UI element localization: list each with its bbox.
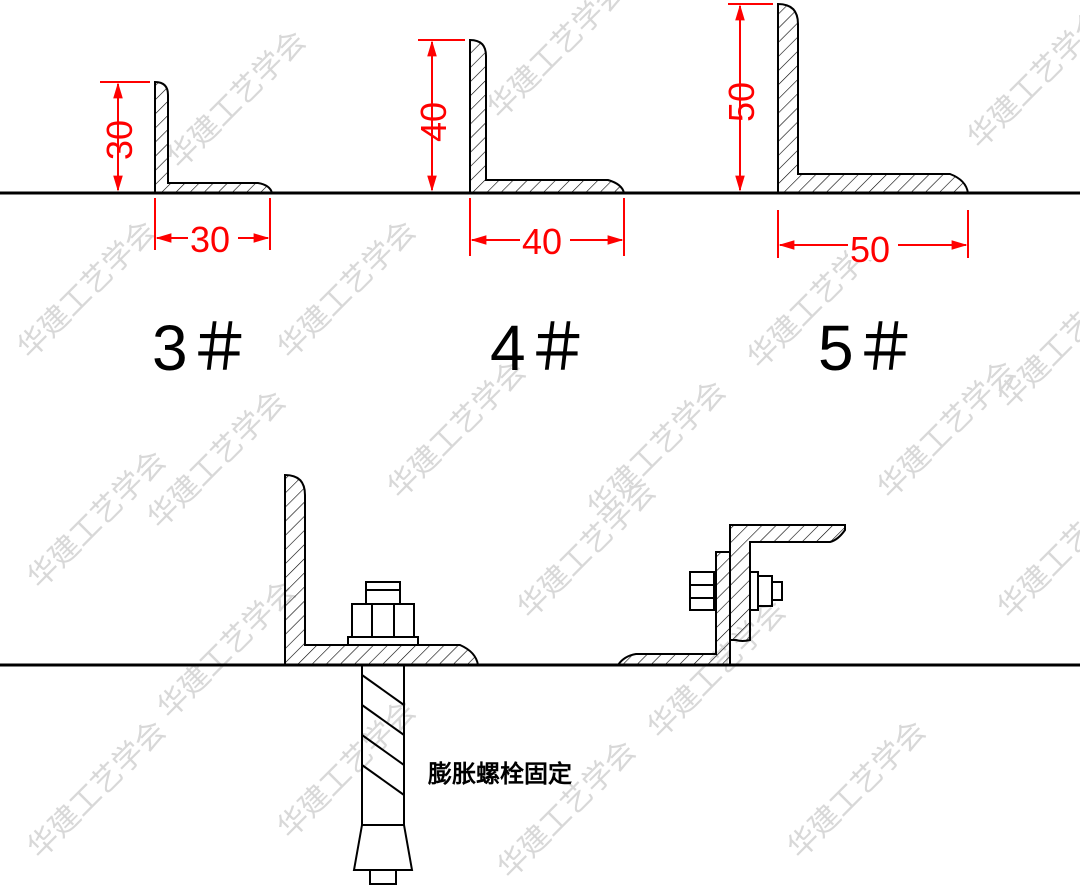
bolt-end xyxy=(365,581,401,605)
watermark: 华建工艺学会 xyxy=(781,714,933,866)
watermark: 华建工艺学会 xyxy=(161,24,313,176)
lower-angle-profile xyxy=(616,551,731,666)
angle-4-width-label: 40 xyxy=(522,221,562,262)
watermark: 华建工艺学会 xyxy=(961,4,1080,156)
angle-5: 50 50 5＃ xyxy=(721,2,970,384)
angle-connection xyxy=(616,524,846,666)
angle-4: 40 40 4＃ xyxy=(413,38,626,384)
watermark: 华建工艺学会 xyxy=(991,474,1080,626)
watermark: 华建工艺学会 xyxy=(481,0,633,126)
washer xyxy=(347,636,419,646)
watermark: 华建工艺学会 xyxy=(11,214,163,366)
watermark: 华建工艺学会 xyxy=(151,574,303,726)
expansion-sleeve xyxy=(352,824,414,871)
expansion-bolt-assembly: 膨胀螺栓固定 xyxy=(284,473,572,885)
watermark: 华建工艺学会 xyxy=(21,714,173,866)
angle-4-profile xyxy=(469,38,626,194)
angle-3: 30 30 3＃ xyxy=(99,80,274,384)
connection-nut-left xyxy=(689,571,715,611)
angle-3-profile xyxy=(154,80,274,194)
angle-4-size-label: 4＃ xyxy=(490,312,590,384)
watermark: 华建工艺学会 xyxy=(491,734,643,886)
angle-5-size-label: 5＃ xyxy=(818,312,918,384)
upper-angle-profile xyxy=(729,524,846,642)
bolted-angle-profile xyxy=(284,473,480,666)
angle-5-width-label: 50 xyxy=(850,229,890,270)
angle-5-height-label: 50 xyxy=(721,82,762,122)
expansion-bolt-caption: 膨胀螺栓固定 xyxy=(427,760,572,788)
angle-3-height-label: 30 xyxy=(99,120,140,160)
watermark-layer: 华建工艺学会 华建工艺学会 华建工艺学会 华建工艺学会 华建工艺学会 华建工艺学… xyxy=(11,0,1080,886)
angle-4-height-label: 40 xyxy=(413,102,454,142)
angle-5-profile xyxy=(777,2,970,194)
angle-3-width-label: 30 xyxy=(190,219,230,260)
hex-nut xyxy=(351,603,415,638)
angle-3-size-label: 3＃ xyxy=(152,312,252,384)
watermark: 华建工艺学会 xyxy=(271,214,423,366)
watermark: 华建工艺学会 xyxy=(271,694,423,846)
